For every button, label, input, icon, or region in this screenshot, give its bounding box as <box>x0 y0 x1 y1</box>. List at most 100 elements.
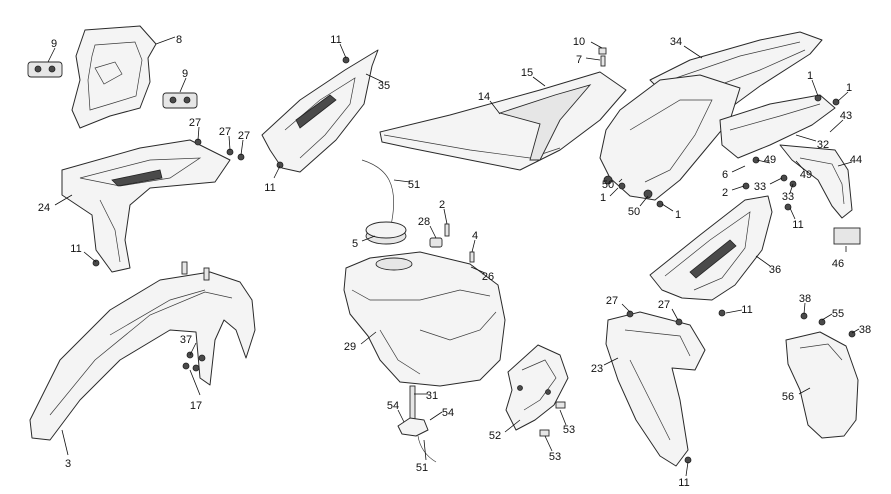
callout-leader-1d <box>661 203 674 212</box>
part-airbox-cover <box>599 74 741 201</box>
callout-label-54b: 54 <box>442 407 454 419</box>
callout-leader-32 <box>795 134 817 142</box>
callout-label-11c: 11 <box>264 182 275 194</box>
callout-label-27e: 27 <box>658 299 670 311</box>
part-fender-screws <box>182 351 206 372</box>
callout-label-50b: 50 <box>628 206 640 218</box>
callout-leader-43 <box>829 119 844 133</box>
callout-leader-53a <box>559 409 567 426</box>
callout-leader-10 <box>590 41 603 49</box>
callout-label-29: 29 <box>344 341 356 353</box>
part-heat-shield <box>505 344 569 431</box>
callout-label-8: 8 <box>176 34 182 46</box>
callout-leader-55 <box>821 313 833 321</box>
callout-label-5: 5 <box>352 238 358 250</box>
callout-leader-11f <box>685 461 689 477</box>
part-radiator-shroud-left <box>61 139 231 273</box>
callout-leader-53b <box>544 435 553 452</box>
part-fuel-tank <box>343 251 506 387</box>
callout-leader-1c <box>609 187 619 197</box>
callout-label-44: 44 <box>850 154 862 166</box>
part-side-panel-right <box>649 195 773 301</box>
callout-label-10: 10 <box>573 36 585 48</box>
part-front-fender <box>29 261 256 441</box>
part-radiator-shroud-right <box>605 311 706 467</box>
callout-label-1a: 1 <box>807 70 813 82</box>
callout-leader-15 <box>532 76 546 87</box>
callout-label-36: 36 <box>769 264 781 276</box>
callout-label-33b: 33 <box>782 191 794 203</box>
callout-label-31: 31 <box>426 390 438 402</box>
callout-label-49a: 49 <box>764 154 776 166</box>
callout-leader-51a <box>393 179 411 183</box>
callout-leader-29 <box>360 331 377 345</box>
callout-leader-1b <box>837 91 849 102</box>
callout-label-3: 3 <box>65 458 71 470</box>
callout-label-17: 17 <box>190 400 202 412</box>
callout-leader-54b <box>429 411 443 421</box>
callout-leader-11e <box>725 309 743 314</box>
callout-label-1d: 1 <box>675 209 681 221</box>
callout-leader-35 <box>365 73 384 83</box>
callout-leader-27e <box>671 308 679 321</box>
callout-label-6: 6 <box>722 169 728 181</box>
callout-leader-52 <box>504 419 521 433</box>
callout-label-54a: 54 <box>387 400 399 412</box>
callout-label-11d: 11 <box>792 219 803 231</box>
part-rear-fender-lower <box>719 94 836 159</box>
callout-label-27b: 27 <box>219 126 231 138</box>
callout-label-1c: 1 <box>600 192 606 204</box>
callout-label-55: 55 <box>832 308 844 320</box>
callout-leader-11d <box>789 207 796 220</box>
callout-leader-9a <box>47 47 56 63</box>
part-heat-shield-screws <box>539 401 566 437</box>
callout-leader-14 <box>489 100 501 115</box>
callout-label-24: 24 <box>38 202 50 214</box>
callout-leader-28 <box>429 225 437 239</box>
callout-label-51b: 51 <box>416 462 428 474</box>
part-headlight-mask <box>71 25 157 129</box>
part-misc-screws <box>92 56 726 464</box>
callout-leader-24 <box>54 194 73 206</box>
callout-leader-56 <box>798 387 811 395</box>
callout-leader-27a <box>197 126 200 141</box>
callout-label-11a: 11 <box>70 243 81 255</box>
callout-label-52: 52 <box>489 430 501 442</box>
callout-leader-9b <box>179 77 187 93</box>
callout-label-28: 28 <box>418 216 430 228</box>
callout-label-53b: 53 <box>549 451 561 463</box>
callout-leader-5 <box>361 235 376 242</box>
callout-label-35: 35 <box>378 80 390 92</box>
callout-leader-17 <box>189 369 201 396</box>
part-mud-flap <box>785 331 859 439</box>
callout-label-46: 46 <box>832 258 844 270</box>
callout-leader-4 <box>471 239 476 253</box>
callout-label-15: 15 <box>521 67 533 79</box>
callout-leader-36 <box>755 255 771 267</box>
callout-label-27c: 27 <box>238 130 250 142</box>
part-clamp-left <box>27 61 63 78</box>
callout-label-23: 23 <box>591 363 603 375</box>
callout-label-56: 56 <box>782 391 794 403</box>
callout-leader-2a <box>443 208 448 225</box>
callout-leader-27d <box>621 303 631 313</box>
callout-leader-44 <box>837 161 853 167</box>
part-seat <box>379 71 627 171</box>
callout-label-14: 14 <box>478 91 490 103</box>
callout-leader-33b <box>789 183 794 194</box>
callout-label-11e: 11 <box>741 304 752 316</box>
callout-leader-8 <box>155 36 176 45</box>
callout-leader-3 <box>61 429 69 456</box>
callout-leader-11a <box>83 251 97 263</box>
callout-leader-26 <box>470 266 486 274</box>
callout-label-32: 32 <box>817 139 829 151</box>
callout-leader-50a <box>618 178 623 183</box>
callout-label-53a: 53 <box>563 424 575 436</box>
callout-leader-37 <box>189 342 197 356</box>
part-side-panel-left <box>261 49 379 173</box>
callout-leader-49b <box>795 160 805 171</box>
callout-label-51a: 51 <box>408 179 420 191</box>
part-clamp-right <box>162 92 198 109</box>
